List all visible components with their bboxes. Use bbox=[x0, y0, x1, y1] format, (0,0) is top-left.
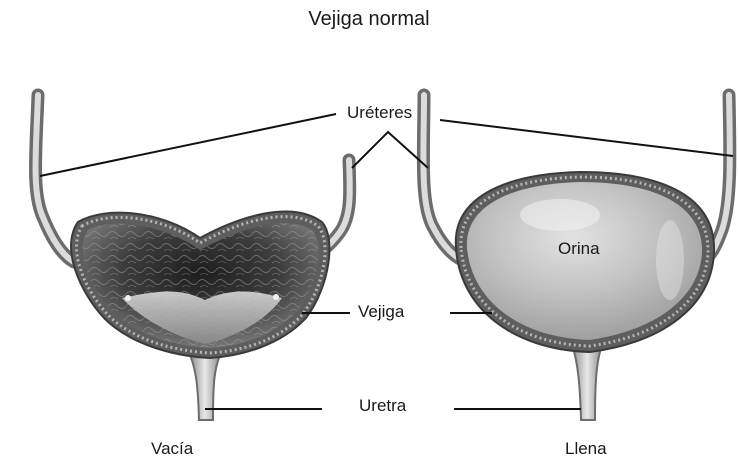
full-state-label: Llena bbox=[565, 439, 607, 459]
empty-urethra bbox=[190, 355, 220, 420]
ureter-leader-center bbox=[352, 132, 428, 168]
empty-ureteric-orifice-left bbox=[125, 295, 131, 301]
urethra-label: Uretra bbox=[359, 396, 406, 416]
empty-ureteric-orifice-right bbox=[273, 294, 279, 300]
ureters-label: Uréteres bbox=[347, 103, 412, 123]
ureter-leader-far-right bbox=[440, 120, 733, 156]
diagram-title: Vejiga normal bbox=[0, 8, 738, 31]
ureter-leader-far-left bbox=[40, 114, 336, 176]
urine-label: Orina bbox=[558, 239, 600, 259]
empty-state-label: Vacía bbox=[151, 439, 193, 459]
bladder-label: Vejiga bbox=[358, 302, 404, 322]
